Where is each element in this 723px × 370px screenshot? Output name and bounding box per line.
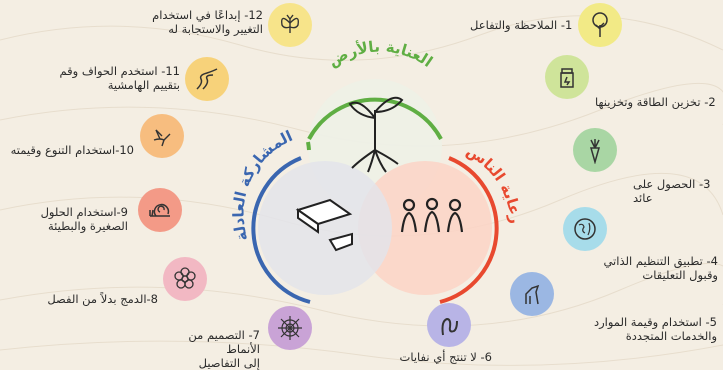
principle-6 — [427, 303, 471, 347]
plant-icon — [348, 96, 404, 173]
principle-11 — [185, 57, 229, 101]
principle-4-label: 4- تطبيق التنظيم الذاتي وقبول التعليقات — [603, 254, 718, 282]
principle-4 — [563, 207, 607, 251]
fair-share-arc — [251, 156, 311, 304]
worm-icon — [427, 303, 471, 347]
care-earth-title: العناية بالأرض — [325, 38, 436, 71]
principle-6-label: 6- لا تنتج أي نفايات — [399, 350, 492, 364]
flower-icon — [163, 257, 207, 301]
jar-icon — [545, 55, 589, 99]
carrot-icon — [573, 128, 617, 172]
principle-3-label: 3- الحصول على عائد — [633, 177, 711, 205]
principle-2: 2- تخزين الطاقة وتخزينها — [545, 55, 716, 109]
principle-1: 1- الملاحظة والتفاعل — [470, 3, 623, 47]
principle-5 — [510, 272, 554, 316]
share-pieces-icon — [295, 198, 353, 252]
principle-5-label: 5- استخدام وقيمة الموارد والخدمات المتجد… — [593, 315, 717, 343]
people-icon — [400, 197, 464, 233]
hummingbird-icon — [140, 114, 184, 158]
fair-share-circle — [258, 161, 392, 295]
path-icon — [185, 57, 229, 101]
principle-12 — [268, 3, 312, 47]
spiderweb-icon — [268, 306, 312, 350]
butterfly-icon — [268, 3, 312, 47]
care-earth-arc — [307, 97, 443, 140]
principle-7 — [268, 306, 312, 350]
principle-3: 3- الحصول على عائد — [573, 128, 710, 205]
principle-1-label: 1- الملاحظة والتفاعل — [470, 18, 573, 32]
horse-icon — [510, 272, 554, 316]
principle-8 — [163, 257, 207, 301]
principle-9-label: 9-استخدام الحلول الصغيرة والبطيئة — [40, 205, 128, 233]
principle-10-label: 10-استخدام التنوع وقيمته — [10, 143, 134, 157]
snail-icon — [138, 188, 182, 232]
principle-12-label: 12- إبداعًا في استخدام التغيير والاستجاب… — [152, 8, 263, 36]
principle-8-label: 8-الدمج بدلاً من الفصل — [47, 292, 158, 306]
tree-icon — [578, 3, 623, 47]
principle-11-label: 11- استخدم الحواف وقم بتقييم الهامشية — [59, 64, 180, 92]
principle-9 — [138, 188, 182, 232]
globe-icon — [563, 207, 607, 251]
principle-2-label: 2- تخزين الطاقة وتخزينها — [595, 95, 716, 109]
care-people-arc — [439, 156, 499, 304]
principle-7-label: 7- التصميم من الأنماط إلى التفاصيل — [188, 328, 260, 370]
principle-10 — [140, 114, 184, 158]
